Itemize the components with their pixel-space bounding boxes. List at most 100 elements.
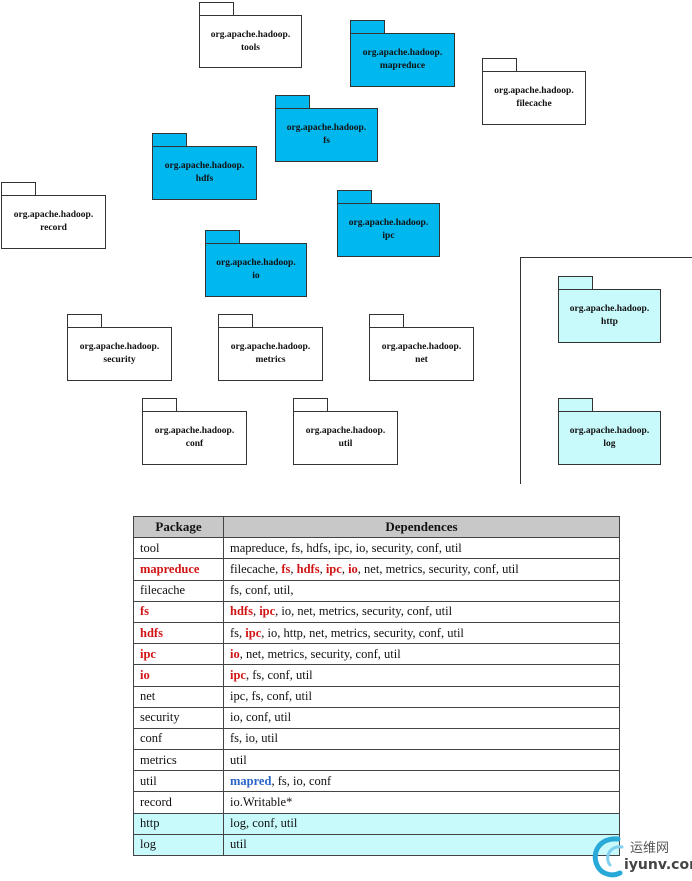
cell-dependences: io.Writable*	[223, 791, 620, 814]
package-fs: org.apache.hadoop.fs	[275, 95, 378, 162]
table-row: tool mapreduce, fs, hdfs, ipc, io, securi…	[133, 537, 620, 560]
dependency-text: util	[230, 752, 247, 767]
package-label: org.apache.hadoop.	[79, 342, 160, 352]
dependency-text: ipc	[325, 561, 342, 576]
package-name: record	[40, 223, 67, 233]
cell-dependences: filecache, fs, hdfs, ipc, io, net, metri…	[223, 558, 620, 581]
package-mapreduce: org.apache.hadoop.mapreduce	[350, 20, 455, 87]
package-label: org.apache.hadoop.	[286, 123, 367, 133]
dependency-text: log, conf, util	[230, 816, 298, 831]
package-label: org.apache.hadoop.	[569, 426, 650, 436]
cell-package: record	[133, 791, 224, 814]
table-row: metrics util	[133, 749, 620, 772]
dependency-text: fs, io, util	[230, 731, 278, 746]
dependency-text: , fs, conf, util	[245, 667, 313, 682]
package-name: net	[415, 355, 428, 365]
cell-package: log	[133, 833, 224, 857]
swirl-icon	[592, 836, 624, 878]
cell-package: hdfs	[133, 621, 224, 645]
cell-package: fs	[133, 600, 224, 623]
package-hdfs: org.apache.hadoop. hdfs	[152, 133, 257, 200]
package-conf: org.apache.hadoop.conf	[142, 398, 247, 465]
dependency-text: ,	[252, 604, 260, 619]
cell-package: security	[133, 706, 224, 729]
cell-dependences: mapreduce, fs, hdfs, ipc, io, security, …	[223, 537, 620, 560]
package-ipc: org.apache.hadoop. ipc	[337, 190, 440, 257]
package-label: org.apache.hadoop.	[305, 426, 386, 436]
package-label: org.apache.hadoop.	[210, 29, 291, 40]
cell-package: ipc	[133, 643, 224, 666]
package-label: org.apache.hadoop.	[164, 161, 245, 171]
group-separator-vertical	[520, 257, 521, 484]
cell-dependences: io, conf, util	[223, 706, 620, 729]
package-record: org.apache.hadoop. record	[1, 182, 106, 249]
package-name: tools	[241, 42, 260, 53]
dependency-text: ipc	[259, 604, 276, 619]
dependency-text: mapreduce, fs, hdfs, ipc, io, security, …	[230, 540, 462, 555]
package-label: org.apache.hadoop.	[348, 218, 429, 228]
dependency-text: io	[348, 561, 358, 576]
dependency-text: , net, metrics, security, conf, util	[239, 646, 401, 661]
cell-dependences: util	[223, 833, 620, 857]
dependency-text: io	[230, 646, 240, 661]
cell-package: util	[133, 770, 224, 793]
cell-package: conf	[133, 727, 224, 751]
header-dependences: Dependences	[223, 515, 620, 539]
table-row: conf fs, io, util	[133, 727, 620, 751]
table-body: tool mapreduce, fs, hdfs, ipc, io, securi…	[133, 537, 620, 857]
dependency-text: , io, http, net, metrics, security, conf…	[261, 625, 464, 640]
cell-package: filecache	[133, 579, 224, 602]
package-metrics: org.apache.hadoop. metrics	[218, 314, 323, 381]
package-log: org.apache.hadoop. log	[558, 398, 661, 465]
cell-package: tool	[133, 537, 224, 560]
dependency-text: hdfs	[296, 561, 320, 576]
cell-dependences: fs, conf, util,	[223, 579, 620, 602]
dependency-text: fs, conf, util,	[230, 583, 294, 598]
cell-dependences: ipc, fs, conf, util	[223, 664, 620, 687]
package-security: org.apache.hadoop. security	[67, 314, 172, 381]
dependency-text: util	[230, 837, 247, 852]
package-name: security	[103, 355, 136, 365]
dependency-text: ,	[290, 561, 297, 576]
package-tools: org.apache.hadoop. tools	[199, 2, 302, 68]
dependency-text: mapred	[230, 773, 272, 788]
package-name: filecache	[516, 99, 552, 109]
cell-dependences: io, net, metrics, security, conf, util	[223, 643, 620, 666]
package-net: org.apache.hadoop.net	[369, 314, 474, 381]
watermark-logo: 运维网 iyunv.com	[588, 833, 692, 881]
package-io: org.apache.hadoop.io	[205, 230, 307, 297]
package-util: org.apache.hadoop.util	[293, 398, 398, 465]
dependency-text: io, conf, util	[230, 710, 292, 725]
table-header-row: Package Dependences	[133, 515, 620, 539]
cell-package: metrics	[133, 749, 224, 772]
package-label: org.apache.hadoop.	[13, 210, 94, 220]
package-filecache: org.apache.hadoop.filecache	[482, 58, 586, 125]
cell-dependences: hdfs, ipc, io, net, metrics, security, c…	[223, 600, 620, 623]
dependency-text: io.Writable*	[230, 795, 293, 810]
package-name: mapreduce	[379, 61, 426, 71]
dependency-text: fs	[281, 561, 291, 576]
package-name: log	[603, 439, 616, 449]
package-name: metrics	[255, 355, 286, 365]
dependency-text: ipc	[245, 625, 262, 640]
package-name: conf	[185, 439, 204, 449]
dependency-text: , net, metrics, security, conf, util	[357, 561, 519, 576]
dependency-text: ipc, fs, conf, util	[230, 689, 312, 704]
package-label: org.apache.hadoop.	[230, 342, 311, 352]
package-name: ipc	[382, 231, 395, 241]
package-name: hdfs	[195, 174, 214, 184]
watermark-chinese: 运维网	[630, 841, 670, 856]
dependency-text: filecache,	[230, 561, 282, 576]
table-row: record io.Writable*	[133, 791, 620, 814]
package-label: org.apache.hadoop.	[216, 258, 296, 268]
dependency-text: fs,	[230, 625, 246, 640]
header-package: Package	[133, 515, 224, 539]
cell-dependences: mapred, fs, io, conf	[223, 770, 620, 793]
